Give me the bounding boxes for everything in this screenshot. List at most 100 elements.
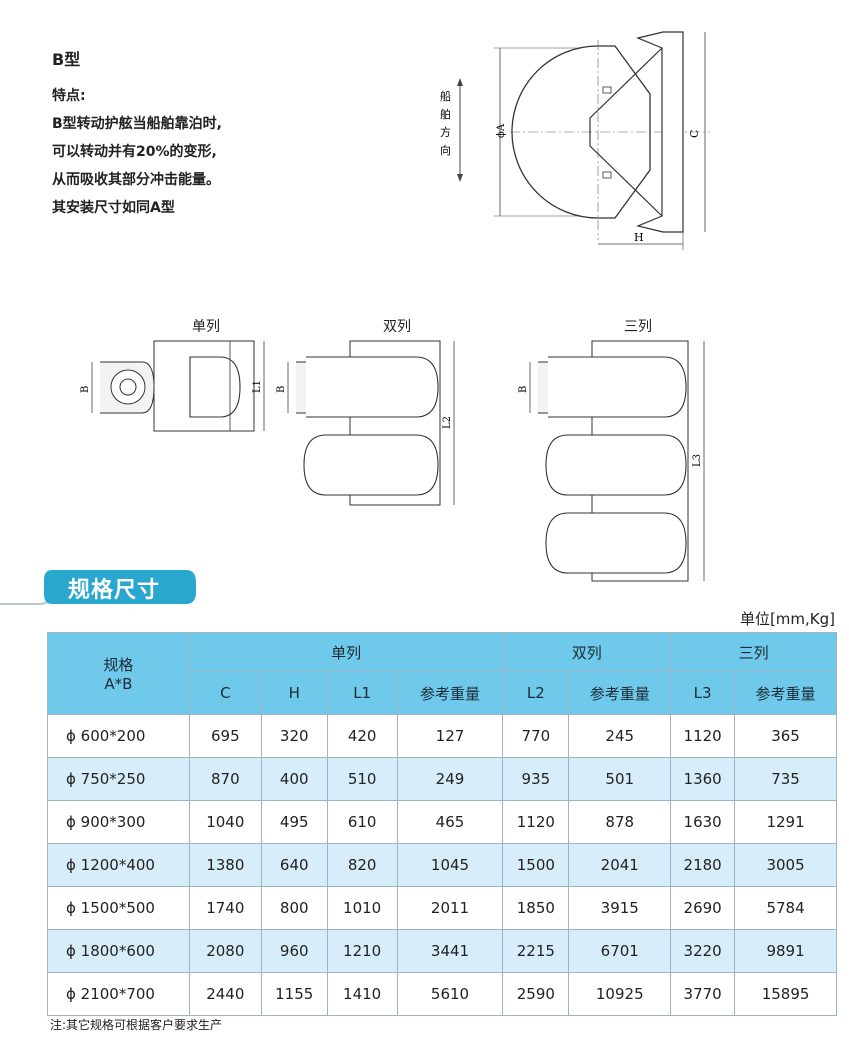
table-cell: 878 bbox=[568, 800, 672, 844]
table-cell: 2041 bbox=[568, 843, 672, 887]
table-cell: 640 bbox=[260, 843, 328, 887]
table-cell: 870 bbox=[188, 757, 262, 801]
single-row-title: 单列 bbox=[192, 319, 220, 335]
table-cell: 1500 bbox=[502, 843, 570, 887]
table-cell: 1360 bbox=[670, 757, 736, 801]
phi-a-label: ϕA bbox=[496, 123, 507, 138]
c-label: C bbox=[688, 130, 701, 138]
column-header: L1 bbox=[326, 671, 398, 715]
table-cell: 510 bbox=[326, 757, 398, 801]
table-cell: 610 bbox=[326, 800, 398, 844]
table-cell: 15895 bbox=[734, 972, 837, 1016]
direction-char-3: 方 bbox=[440, 125, 451, 139]
double-l2-label: L2 bbox=[442, 416, 453, 429]
spec-cell: ϕ 1800*600 bbox=[47, 929, 190, 973]
spec-cell: ϕ 1200*400 bbox=[47, 843, 190, 887]
spec-header-line-2: A*B bbox=[104, 675, 133, 693]
table-cell: 5784 bbox=[734, 886, 837, 930]
table-cell: 3005 bbox=[734, 843, 837, 887]
table-cell: 9891 bbox=[734, 929, 837, 973]
triple-row-drawing: B L3 bbox=[518, 340, 705, 582]
feature-label: 特点: bbox=[52, 88, 86, 104]
spec-cell: ϕ 750*250 bbox=[47, 757, 190, 801]
table-cell: 800 bbox=[260, 886, 328, 930]
table-cell: 1210 bbox=[326, 929, 398, 973]
table-cell: 365 bbox=[734, 714, 837, 758]
single-b-label: B bbox=[80, 386, 91, 393]
fender-side-drawing: 船 舶 方 向 ϕA C H bbox=[440, 31, 710, 250]
table-cell: 2440 bbox=[188, 972, 262, 1016]
table-cell: 1040 bbox=[188, 800, 262, 844]
column-header: 参考重量 bbox=[568, 671, 672, 715]
table-cell: 2011 bbox=[396, 886, 504, 930]
spec-cell: ϕ 900*300 bbox=[47, 800, 190, 844]
spec-cell: ϕ 1500*500 bbox=[47, 886, 190, 930]
column-header: L2 bbox=[502, 671, 570, 715]
group-triple: 三列 bbox=[670, 632, 837, 672]
unit-label: 单位[mm,Kg] bbox=[739, 610, 835, 628]
table-cell: 400 bbox=[260, 757, 328, 801]
table-cell: 2690 bbox=[670, 886, 736, 930]
section-title: 规格尺寸 bbox=[68, 578, 161, 603]
h-label: H bbox=[634, 231, 644, 244]
table-cell: 495 bbox=[260, 800, 328, 844]
table-cell: 1291 bbox=[734, 800, 837, 844]
table-cell: 5610 bbox=[396, 972, 504, 1016]
table-cell: 2215 bbox=[502, 929, 570, 973]
double-row-drawing: B L2 bbox=[276, 340, 455, 506]
table-cell: 3220 bbox=[670, 929, 736, 973]
table-cell: 2080 bbox=[188, 929, 262, 973]
direction-char-1: 船 bbox=[440, 89, 451, 103]
table-cell: 249 bbox=[396, 757, 504, 801]
table-cell: 1010 bbox=[326, 886, 398, 930]
column-header: 参考重量 bbox=[734, 671, 837, 715]
column-header: L3 bbox=[670, 671, 736, 715]
feature-line-1: B型转动护舷当船舶靠泊时, bbox=[52, 116, 222, 132]
table-cell: 501 bbox=[568, 757, 672, 801]
triple-row-title: 三列 bbox=[624, 319, 652, 335]
table-cell: 770 bbox=[502, 714, 570, 758]
section-banner bbox=[0, 570, 196, 605]
footnote: 注:其它规格可根据客户要求生产 bbox=[50, 1018, 223, 1032]
single-row-drawing: B L1 bbox=[80, 340, 265, 432]
table-cell: 820 bbox=[326, 843, 398, 887]
direction-char-2: 舶 bbox=[440, 108, 451, 121]
single-l1-label: L1 bbox=[252, 380, 263, 393]
table-cell: 1630 bbox=[670, 800, 736, 844]
feature-line-3: 从而吸收其部分冲击能量。 bbox=[52, 172, 220, 188]
triple-l3-label: L3 bbox=[692, 454, 703, 467]
spec-header: 规格 A*B bbox=[47, 632, 190, 715]
table-cell: 695 bbox=[188, 714, 262, 758]
column-header: 参考重量 bbox=[396, 671, 504, 715]
table-cell: 735 bbox=[734, 757, 837, 801]
table-cell: 465 bbox=[396, 800, 504, 844]
double-row-title: 双列 bbox=[383, 319, 411, 335]
table-cell: 960 bbox=[260, 929, 328, 973]
table-cell: 1740 bbox=[188, 886, 262, 930]
table-cell: 320 bbox=[260, 714, 328, 758]
column-header: H bbox=[260, 671, 328, 715]
group-single: 单列 bbox=[188, 632, 504, 672]
table-cell: 3770 bbox=[670, 972, 736, 1016]
table-cell: 935 bbox=[502, 757, 570, 801]
table-cell: 1850 bbox=[502, 886, 570, 930]
table-cell: 6701 bbox=[568, 929, 672, 973]
double-b-label: B bbox=[276, 386, 287, 393]
triple-b-label: B bbox=[518, 386, 529, 393]
direction-char-4: 向 bbox=[440, 143, 451, 157]
feature-line-4: 其安装尺寸如同A型 bbox=[52, 200, 175, 216]
spec-cell: ϕ 600*200 bbox=[47, 714, 190, 758]
table-cell: 127 bbox=[396, 714, 504, 758]
product-type-title: B型 bbox=[52, 50, 81, 69]
column-header: C bbox=[188, 671, 262, 715]
table-cell: 1045 bbox=[396, 843, 504, 887]
table-cell: 1120 bbox=[502, 800, 570, 844]
spec-header-line-1: 规格 bbox=[103, 656, 134, 674]
